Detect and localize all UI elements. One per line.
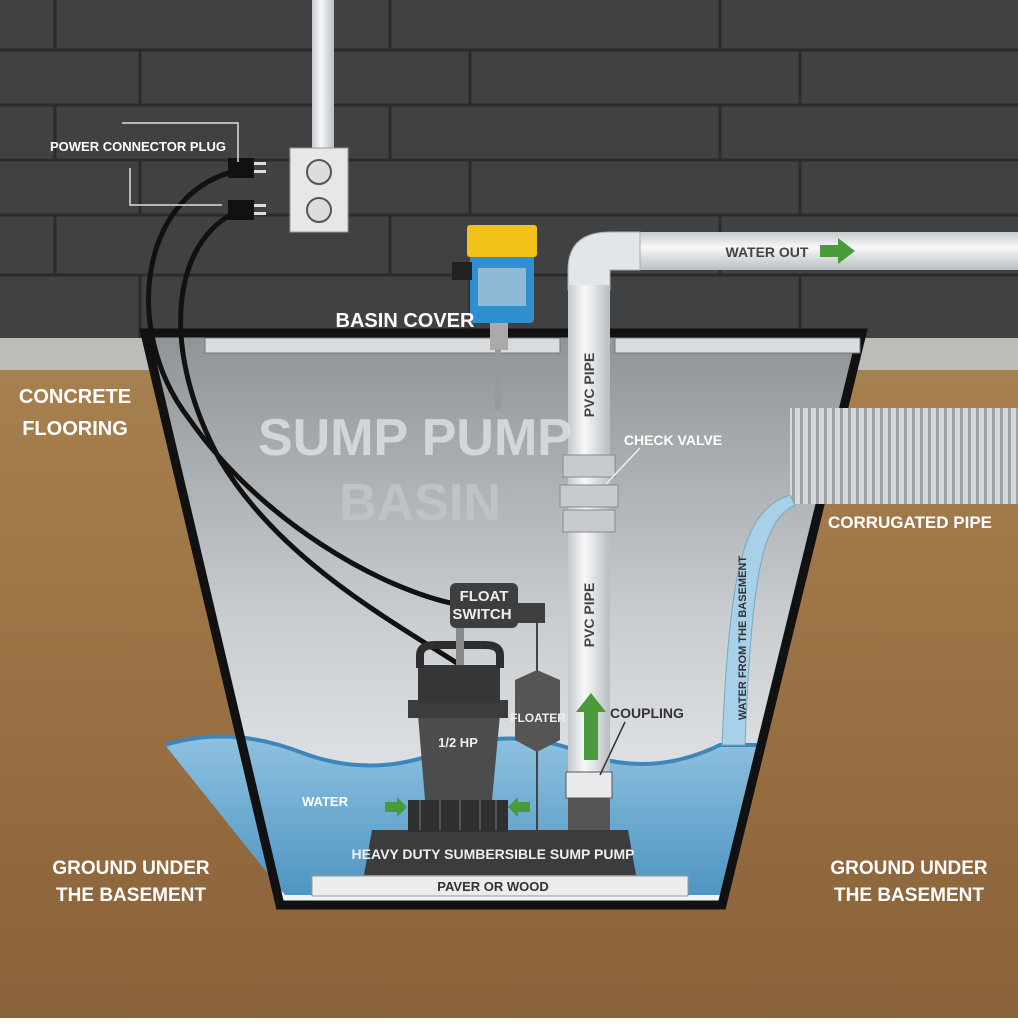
plug-icon	[228, 158, 266, 220]
title-sump-pump: SUMP PUMP	[258, 409, 572, 467]
title-basin: BASIN	[339, 474, 501, 532]
label-coupling: COUPLING	[610, 705, 684, 721]
paver	[311, 875, 689, 897]
corrugated-pipe	[790, 408, 1018, 504]
sump-pump	[364, 583, 636, 875]
water-out-pipe	[600, 232, 1018, 270]
power-outlet	[289, 147, 349, 233]
label-check-valve: CHECK VALVE	[624, 432, 722, 448]
basin-wall	[139, 328, 868, 910]
power-cable	[146, 167, 461, 608]
label-basin-cover: BASIN COVER	[336, 310, 475, 332]
label-ground-left-1: GROUND UNDER	[52, 858, 210, 879]
label-half-hp: 1/2 HP	[438, 735, 478, 750]
label-floater: FLOATER	[510, 711, 566, 725]
label-corrugated-pipe: CORRUGATED PIPE	[828, 513, 992, 532]
label-pump-base: HEAVY DUTY SUMBERSIBLE SUMP PUMP	[352, 846, 635, 862]
pipe-elbow	[567, 231, 641, 291]
basin-cover	[204, 337, 561, 354]
check-valve	[559, 454, 619, 533]
coupling	[565, 771, 613, 830]
label-switch: SWITCH	[452, 606, 511, 623]
level-sensor	[452, 225, 537, 410]
label-flooring: FLOORING	[22, 418, 128, 440]
water-inflow	[721, 494, 796, 746]
label-leader	[122, 122, 239, 206]
label-water-from-basement: WATER FROM THE BASEMENT	[737, 556, 749, 720]
electrical-conduit	[312, 0, 334, 150]
label-power-connector-plug: POWER CONNECTOR PLUG	[50, 139, 226, 154]
label-pvc-pipe-upper: PVC PIPE	[581, 353, 597, 418]
label-pvc-pipe-lower: PVC PIPE	[581, 583, 597, 648]
flow-arrow-icon	[385, 238, 855, 817]
label-paver: PAVER OR WOOD	[437, 879, 548, 894]
label-ground-left-2: THE BASEMENT	[56, 885, 206, 906]
label-ground-right-1: GROUND UNDER	[830, 858, 988, 879]
label-water: WATER	[302, 794, 349, 809]
label-float: FLOAT	[460, 588, 509, 605]
label-water-out: WATER OUT	[726, 244, 809, 260]
label-ground-right-2: THE BASEMENT	[834, 885, 984, 906]
label-concrete: CONCRETE	[19, 386, 131, 408]
